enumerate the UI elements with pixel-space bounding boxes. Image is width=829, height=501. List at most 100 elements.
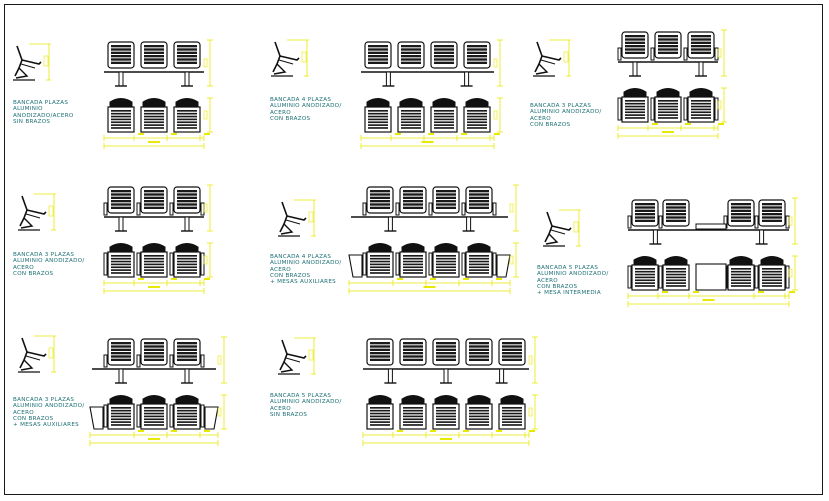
seat-backrest [623,88,647,97]
bench-b5 [348,184,519,294]
bench-plan-view [348,242,519,294]
seat-backrest [368,243,392,252]
bench-b2 [360,39,503,149]
bench-plan-view [103,242,213,294]
chair-side-view [533,39,571,77]
seat-backrest [142,98,166,107]
height-dimension [509,242,519,278]
label-block-1: BANCADA PLAZAS ALUMINIO ANODIZADO/ACERO … [13,100,74,125]
profile-dimension [559,209,581,247]
height-dimension [203,184,213,232]
armrest [492,202,497,216]
label-block-4: BANCADA 3 PLAZAS ALUMINIO ANODIZADO/ ACE… [13,252,85,277]
seat-backrest [368,395,392,404]
side-table-plan [89,406,104,430]
label-block-3: BANCADA 3 PLAZAS ALUMINIO ANODIZADO/ ACE… [530,103,602,128]
side-table-plan [496,254,511,278]
armrest-plan [136,252,141,276]
seat-backrest [434,243,458,252]
armrest-plan [492,252,497,276]
armrest [362,202,367,216]
armrest-plan [136,404,141,428]
label-block-7: BANCADA 3 PLAZAS ALUMINIO ANODIZADO/ ACE… [13,397,85,429]
armrest-plan [200,252,205,276]
armrest [650,47,655,61]
seat-backrest [109,243,133,252]
seat-backrest [175,98,199,107]
armrest [200,354,205,368]
label-block-6: BANCADA 5 PLAZAS ALUMINIO ANODIZADO/ ACE… [537,265,609,297]
armrest [103,202,108,216]
bench-leg [632,61,638,77]
seat-backrest [729,256,753,265]
height-dimension [493,39,503,87]
bench-front-view [103,184,213,232]
profile-dimension [294,199,316,237]
armrest [714,47,719,61]
seat-backrest [760,256,784,265]
bench-front-view [92,336,227,384]
dimension-chain [360,133,500,149]
armrest [200,202,205,216]
seat-backrest [656,88,680,97]
seat-backrest [633,256,657,265]
armrest [785,215,790,229]
seat-backrest [465,98,489,107]
armrest-plan [785,265,790,289]
seat-backrest [175,243,199,252]
armrest [136,202,141,216]
profile-dimension [294,337,316,375]
seat-backrest [142,395,166,404]
seat-backrest [109,395,133,404]
seat-backrest [432,98,456,107]
sheet-border [4,4,823,495]
armrest [103,354,108,368]
armrest [428,202,433,216]
armrest-plan [617,97,622,121]
bench-plan-view [627,255,798,307]
armrest-plan [754,265,759,289]
height-dimension [717,87,727,123]
armrest-plan [461,252,466,276]
bench-leg [118,368,124,384]
profile-dimension [549,39,571,77]
seat-backrest [664,256,688,265]
bench-front-view [104,39,213,87]
bench-front-view [627,197,798,245]
dimension-chain [627,291,795,307]
armrest-plan [362,252,367,276]
seat-backrest [689,88,713,97]
bench-b4 [103,184,213,294]
height-dimension [788,197,798,245]
chair-side-view [18,193,56,231]
profile-dimension [34,335,56,373]
dimension-chain [617,123,724,139]
armrest-plan [169,252,174,276]
height-dimension [217,336,227,384]
side-table-plan [204,406,219,430]
seat-backrest [399,98,423,107]
height-dimension [528,336,538,384]
height-dimension [493,97,503,133]
chair-side-view [278,199,316,237]
armrest [461,202,466,216]
armrest-plan [169,404,174,428]
label-block-5: BANCADA 4 PLAZAS ALUMINIO ANODIZADO/ ACE… [270,254,342,286]
seat-backrest [467,395,491,404]
height-dimension [509,184,519,232]
bench-b8 [362,336,538,446]
bench-leg [184,216,190,232]
armrest [683,47,688,61]
height-dimension [203,242,213,278]
profile-dimension [287,39,309,77]
chair-side-view [13,43,51,81]
bench-leg [443,368,449,384]
bench-plan-view [103,97,213,149]
seat-backrest [434,395,458,404]
armrest-plan [650,97,655,121]
armrest-plan [683,97,688,121]
chair-side-view [271,39,309,77]
armrest [169,354,174,368]
armrest-plan [658,265,663,289]
